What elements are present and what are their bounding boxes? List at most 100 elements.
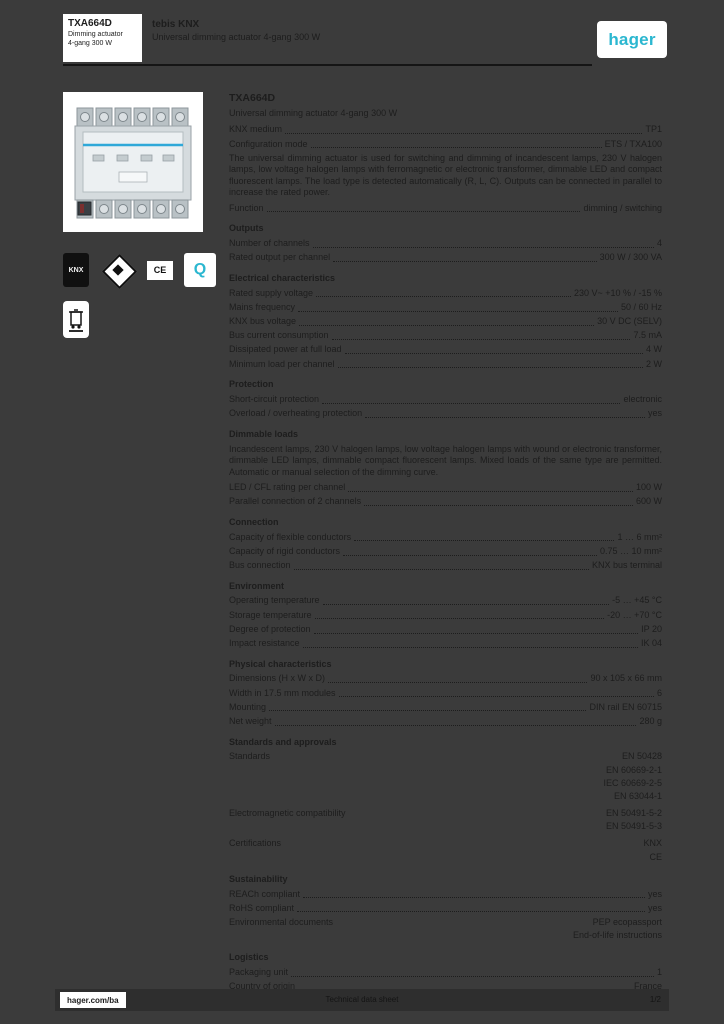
dotted-leader bbox=[312, 246, 654, 248]
spec-value: 600 W bbox=[635, 496, 662, 507]
dotted-leader bbox=[333, 261, 597, 263]
spec-row: Mounting DIN rail EN 60715 bbox=[229, 702, 662, 714]
spec-value: 6 bbox=[656, 687, 662, 698]
spec-label: Rated output per channel bbox=[229, 252, 331, 263]
dotted-leader bbox=[303, 897, 645, 899]
spec-label: Capacity of rigid conductors bbox=[229, 545, 341, 556]
spec-value: yes bbox=[647, 408, 662, 419]
dotted-leader bbox=[314, 618, 605, 620]
section-heading: Connection bbox=[229, 517, 279, 527]
spec-paragraph: The universal dimming actuator is used f… bbox=[229, 152, 662, 198]
knx-logo: KNX bbox=[63, 253, 89, 287]
spec-value: 4 W bbox=[645, 344, 662, 355]
product-reference: TXA664D bbox=[68, 18, 112, 29]
spec-label: REACh compliant bbox=[229, 888, 301, 899]
spec-value: -20 … +70 °C bbox=[607, 609, 662, 620]
spec-label: Mains frequency bbox=[229, 301, 296, 312]
spec-row: Function dimming / switching bbox=[229, 203, 662, 215]
spec-row: LED / CFL rating per channel 100 W bbox=[229, 482, 662, 494]
dotted-leader bbox=[297, 911, 645, 913]
dotted-leader bbox=[354, 540, 615, 542]
dotted-leader bbox=[343, 554, 597, 556]
section-heading: Standards and approvals bbox=[229, 736, 337, 747]
spec-label: Mounting bbox=[229, 701, 267, 712]
dotted-leader bbox=[291, 975, 654, 977]
footer-bar: hager.com/ba Technical data sheet 1/2 bbox=[55, 989, 669, 1011]
spec-label: RoHS compliant bbox=[229, 902, 295, 913]
spec-value: KNX bus terminal bbox=[591, 560, 662, 571]
knx-logo-text: KNX bbox=[68, 266, 84, 274]
spec-label: Standards bbox=[229, 751, 271, 762]
spec-value: 7.5 mA bbox=[633, 330, 662, 341]
spec-label: LED / CFL rating per channel bbox=[229, 482, 346, 493]
spec-label: Impact resistance bbox=[229, 638, 300, 648]
dotted-leader bbox=[331, 338, 631, 340]
product-subtitle: Universal dimming actuator 4-gang 300 W bbox=[229, 107, 398, 118]
spec-value: DIN rail EN 60715 bbox=[589, 701, 662, 712]
spec-label: Function bbox=[229, 202, 264, 213]
dotted-leader bbox=[285, 133, 643, 135]
spec-value: France bbox=[633, 981, 662, 992]
dotted-leader bbox=[293, 568, 589, 570]
spec-value: yes bbox=[647, 902, 662, 913]
header-title-line2: Universal dimming actuator 4-gang 300 W bbox=[152, 32, 321, 42]
section-heading: Sustainability bbox=[229, 873, 288, 884]
quality-mark: Q bbox=[184, 253, 216, 287]
spec-value: 90 x 105 x 66 mm bbox=[590, 673, 662, 684]
footer-site-link[interactable]: hager.com/ba bbox=[60, 992, 126, 1008]
dotted-leader bbox=[344, 353, 643, 355]
spec-value: IP 20 bbox=[641, 623, 662, 634]
certification-badges: KNX CE Q bbox=[63, 252, 216, 290]
dotted-leader bbox=[269, 710, 587, 712]
spec-value: dimming / switching bbox=[583, 202, 662, 213]
product-ref-line3: 4-gang 300 W bbox=[68, 40, 112, 47]
dotted-leader bbox=[365, 416, 645, 418]
spec-label: Overload / overheating protection bbox=[229, 408, 363, 419]
header-title-line1: tebis KNX bbox=[152, 19, 200, 30]
dotted-leader bbox=[328, 682, 588, 684]
spec-value: 50 / 60 Hz bbox=[620, 301, 662, 312]
section-heading: Outputs bbox=[229, 223, 264, 234]
section-heading: Environment bbox=[229, 580, 285, 591]
spec-label: KNX bus voltage bbox=[229, 316, 297, 327]
spec-label: Environmental documents bbox=[229, 916, 334, 927]
spec-value: -5 … +45 °C bbox=[612, 595, 662, 606]
section-heading: Protection bbox=[229, 379, 274, 390]
spec-label: Width in 17.5 mm modules bbox=[229, 687, 336, 698]
spec-value: 280 g bbox=[639, 715, 662, 726]
spec-column: TXA664D Universal dimming actuator 4-gan… bbox=[229, 92, 662, 995]
spec-label: Certifications bbox=[229, 838, 282, 849]
dotted-leader bbox=[299, 324, 595, 326]
spec-value: 0.75 … 10 mm² bbox=[599, 545, 662, 556]
spec-row: Parallel connection of 2 channels 600 W bbox=[229, 496, 662, 508]
dotted-leader bbox=[302, 646, 638, 648]
spec-value: electronic bbox=[623, 394, 662, 405]
spec-row: Operating temperature-5 … +45 °C bbox=[229, 595, 662, 607]
spec-value: 100 W bbox=[635, 482, 662, 493]
spec-value: 1 … 6 mm² bbox=[617, 531, 662, 542]
spec-label: Parallel connection of 2 channels bbox=[229, 496, 362, 507]
dotted-leader bbox=[364, 505, 633, 506]
wheelie-bin-glyph bbox=[69, 308, 83, 332]
hager-logo: hager bbox=[597, 21, 667, 58]
weee-bin-icon bbox=[63, 301, 89, 338]
spec-label: Electromagnetic compatibility bbox=[229, 808, 346, 819]
section-heading: Physical characteristics bbox=[229, 658, 332, 669]
spec-value: TP1 bbox=[645, 124, 662, 135]
dotted-leader bbox=[310, 147, 602, 149]
